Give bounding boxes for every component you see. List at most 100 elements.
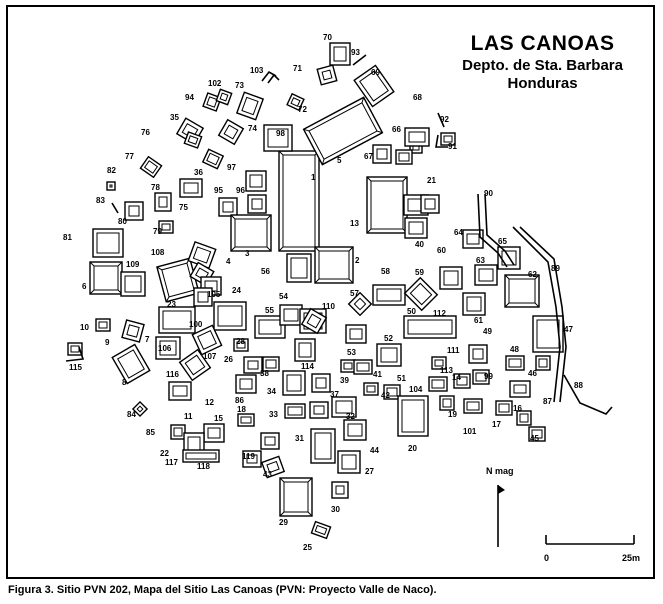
map-structure: [294, 338, 316, 362]
map-title-block: LAS CANOAS Depto. de Sta. Barbara Hondur…: [462, 31, 623, 93]
structure-label: 65: [498, 237, 507, 246]
structure-label: 109: [126, 260, 140, 269]
structure-label: 3: [245, 249, 250, 258]
structure-layer: [65, 42, 613, 540]
structure-label: 61: [474, 316, 483, 325]
map-structure: [495, 400, 513, 416]
map-structure: [331, 396, 357, 418]
structure-label: 50: [407, 307, 416, 316]
map-structure: [316, 64, 338, 86]
structure-label: 16: [513, 404, 522, 413]
structure-label: 89: [551, 264, 560, 273]
map-structure: [155, 336, 181, 360]
north-arrow-label: N mag: [486, 466, 514, 476]
structure-label: 101: [463, 427, 477, 436]
map-structure: [403, 276, 439, 312]
structure-label: 15: [214, 414, 223, 423]
map-structure: [242, 450, 262, 468]
map-structure: [474, 264, 498, 286]
map-wall: [267, 73, 280, 84]
map-structure: [245, 170, 267, 192]
structure-label: 62: [528, 270, 537, 279]
structure-label: 97: [227, 163, 236, 172]
map-structure: [340, 359, 356, 373]
map-structure: [532, 315, 564, 353]
map-structure: [230, 214, 272, 252]
structure-label: 91: [448, 142, 457, 151]
structure-label: 36: [194, 168, 203, 177]
structure-label: 112: [433, 309, 446, 318]
map-structure: [420, 194, 440, 214]
map-structure: [366, 176, 408, 234]
structure-label: 76: [141, 128, 150, 137]
map-structure: [262, 356, 280, 372]
structure-label: 119: [242, 452, 255, 461]
map-wall: [111, 202, 119, 214]
structure-label: 31: [295, 434, 304, 443]
structure-label: 66: [392, 125, 401, 134]
map-structure: [347, 291, 373, 317]
map-wall: [437, 112, 445, 128]
map-structure: [310, 428, 336, 464]
structure-label: 41: [373, 370, 382, 379]
structure-label: 1: [311, 173, 316, 182]
map-structure: [215, 88, 233, 106]
structure-label: 93: [351, 48, 360, 57]
structure-label: 83: [96, 196, 105, 205]
map-structure: [260, 455, 286, 479]
map-structure: [403, 315, 457, 339]
map-structure: [310, 520, 332, 540]
map-structure: [431, 356, 447, 370]
map-structure: [213, 301, 247, 331]
map-structure: [453, 373, 471, 389]
structure-label: 34: [267, 387, 276, 396]
map-structure: [170, 424, 186, 440]
structure-label: 25: [303, 543, 312, 552]
map-structure: [345, 324, 367, 344]
structure-label: 111: [447, 346, 460, 355]
structure-label: 85: [146, 428, 155, 437]
map-structure: [462, 292, 486, 316]
map-structure: [178, 348, 212, 382]
map-structure: [528, 426, 546, 442]
map-structure: [372, 144, 392, 164]
structure-label: 95: [214, 186, 223, 195]
structure-label: 17: [492, 420, 501, 429]
scale-start-label: 0: [544, 553, 549, 563]
map-structure: [300, 307, 328, 335]
structure-label: 51: [397, 374, 406, 383]
structure-label: 118: [197, 462, 210, 471]
map-wall: [484, 193, 515, 266]
map-structure: [404, 217, 428, 239]
map-structure: [353, 359, 373, 375]
map-structure: [203, 423, 225, 443]
map-structure: [472, 369, 490, 385]
map-structure: [439, 395, 455, 411]
map-structure: [193, 287, 213, 307]
structure-label: 102: [208, 79, 222, 88]
structure-label: 104: [409, 385, 423, 394]
structure-label: 10: [80, 323, 89, 332]
structure-label: 39: [340, 376, 349, 385]
structure-label: 99: [484, 372, 493, 381]
map-structure: [286, 253, 312, 283]
map-structure: [279, 477, 313, 517]
structure-label: 23: [167, 300, 176, 309]
structure-label: 106: [158, 344, 172, 353]
map-wall: [477, 193, 508, 268]
structure-label: 57: [350, 289, 359, 298]
structure-label: 77: [125, 152, 134, 161]
department-subtitle: Depto. de Sta. Barbara: [462, 57, 623, 74]
map-structure: [124, 201, 144, 221]
map-structure: [462, 229, 484, 249]
structure-label: 100: [189, 320, 203, 329]
structure-label: 60: [437, 246, 446, 255]
structure-label: 117: [165, 458, 178, 467]
map-structure: [263, 124, 293, 152]
map-structure: [233, 338, 249, 352]
map-structure: [254, 315, 286, 339]
structure-label: 8: [122, 378, 127, 387]
structure-label: 12: [205, 398, 214, 407]
structure-label: 88: [574, 381, 583, 390]
